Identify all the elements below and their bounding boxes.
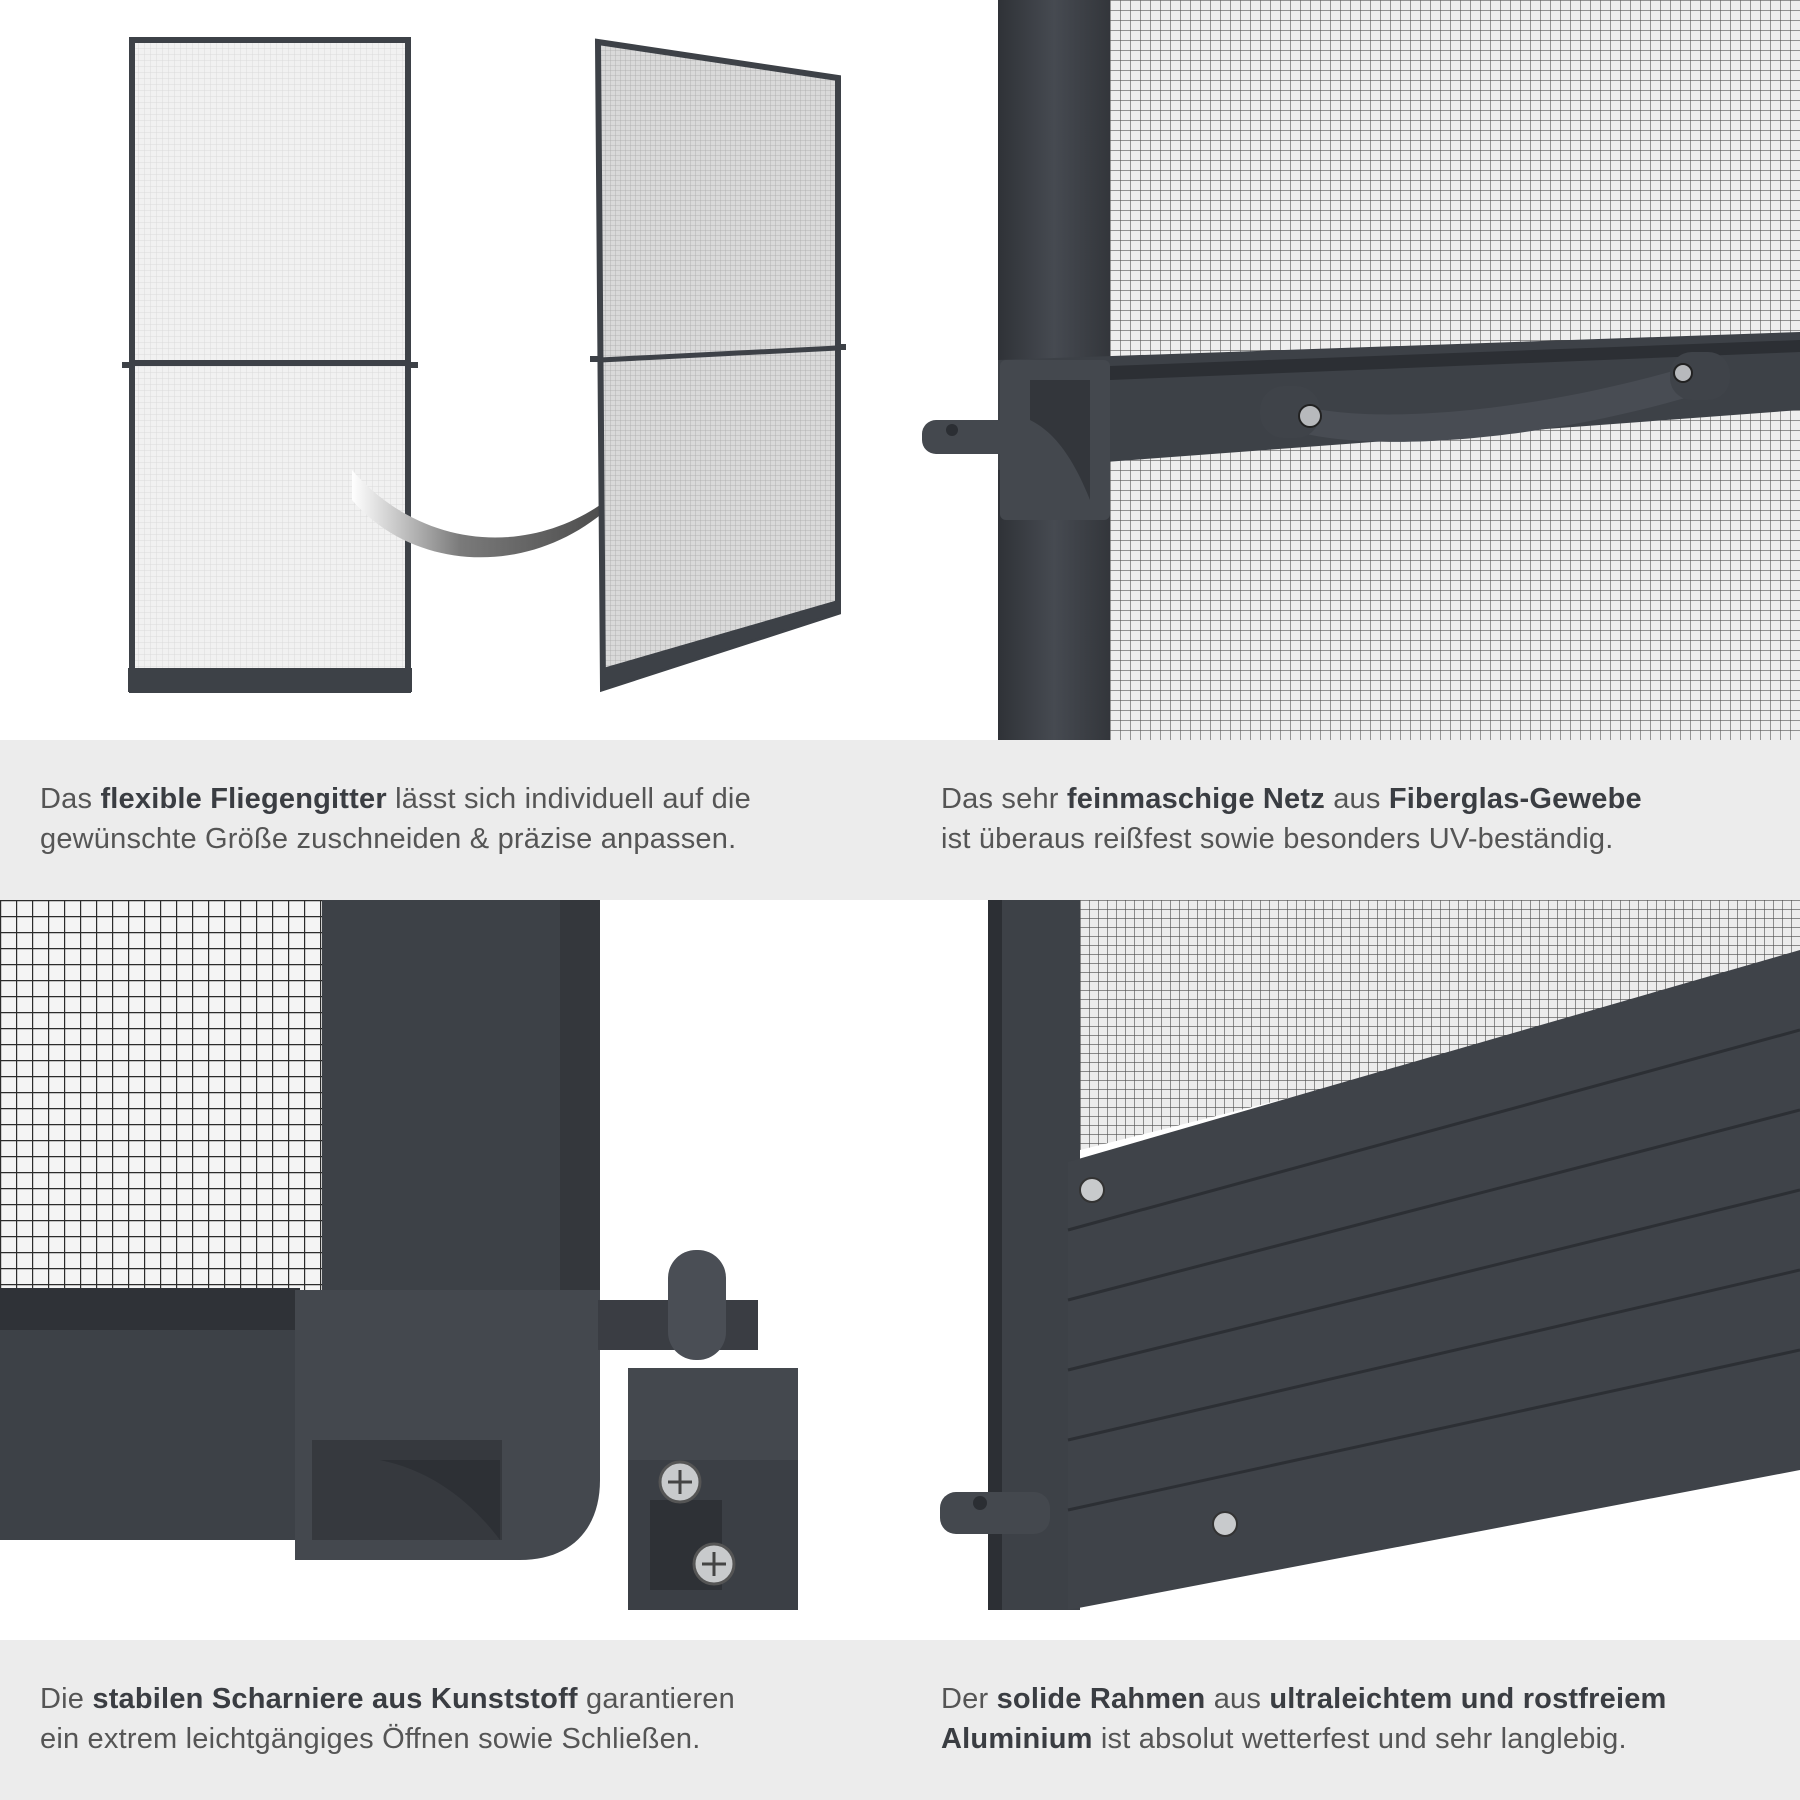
door-screens-illustration: [122, 37, 846, 693]
caption-segment: lässt sich individuell auf die: [386, 783, 751, 815]
door-handle: [1270, 360, 1712, 442]
caption-segment: aus: [1205, 1683, 1270, 1715]
caption-segment-bold: Fiberglas-Gewebe: [1388, 783, 1642, 815]
caption-segment-bold: Aluminium: [941, 1723, 1093, 1755]
caption-segment: ist überaus reißfest sowie besonders UV-…: [941, 823, 1614, 855]
caption-line: Aluminium ist absolut wetterfest und seh…: [941, 1719, 1667, 1759]
caption-line: Der solide Rahmen aus ultraleichtem und …: [941, 1679, 1667, 1719]
photo-aluminium-frame: [900, 900, 1800, 1640]
caption-segment: garantieren: [577, 1683, 735, 1715]
caption-segment-bold: ultraleichtem und rostfreiem: [1269, 1683, 1667, 1715]
screen-door-before: [122, 37, 418, 693]
caption-band-top: [0, 740, 1800, 900]
caption-segment: ist absolut wetterfest und sehr langlebi…: [1092, 1723, 1627, 1755]
caption-segment-bold: feinmaschige Netz: [1066, 783, 1325, 815]
caption-line: gewünschte Größe zuschneiden & präzise a…: [40, 819, 751, 859]
caption-segment-bold: flexible Fliegengitter: [100, 783, 387, 815]
caption-line: Das sehr feinmaschige Netz aus Fiberglas…: [941, 779, 1642, 819]
caption-line: Das flexible Fliegengitter lässt sich in…: [40, 779, 751, 819]
photo-door-screens-cut: [0, 0, 980, 740]
caption-segment: Das: [40, 783, 101, 815]
caption-mesh-cut: Das flexible Fliegengitter lässt sich in…: [40, 779, 751, 859]
caption-line: ein extrem leichtgängiges Öffnen sowie S…: [40, 1719, 735, 1759]
caption-line: Die stabilen Scharniere aus Kunststoff g…: [40, 1679, 735, 1719]
photo-hinge: [0, 900, 980, 1640]
screw-icon: [1079, 1177, 1105, 1203]
photo-fine-mesh-handle: [900, 0, 1800, 740]
caption-frame: Der solide Rahmen aus ultraleichtem und …: [941, 1679, 1667, 1759]
caption-segment-bold: stabilen Scharniere aus Kunststoff: [92, 1683, 578, 1715]
screw-icon: [1212, 1511, 1238, 1537]
caption-segment: Die: [40, 1683, 93, 1715]
fine-mesh-illustration: [900, 0, 1800, 740]
transform-arrow: [352, 445, 662, 558]
caption-segment-bold: solide Rahmen: [996, 1683, 1206, 1715]
caption-hinges: Die stabilen Scharniere aus Kunststoff g…: [40, 1679, 735, 1759]
screw-icon: [1673, 363, 1693, 383]
caption-line: ist überaus reißfest sowie besonders UV-…: [941, 819, 1642, 859]
screw-icon: [1298, 404, 1322, 428]
aluminium-frame-illustration: [900, 900, 1800, 1640]
caption-fine-mesh: Das sehr feinmaschige Netz aus Fiberglas…: [941, 779, 1642, 859]
caption-segment: Der: [941, 1683, 997, 1715]
caption-segment: Das sehr: [941, 783, 1067, 815]
plastic-hinge: [598, 1250, 798, 1610]
caption-band-bottom: [0, 1640, 1800, 1800]
hinge-illustration: [0, 900, 980, 1640]
caption-segment: ein extrem leichtgängiges Öffnen sowie S…: [40, 1723, 701, 1755]
screen-door-after: [590, 38, 846, 693]
caption-segment: gewünschte Größe zuschneiden & präzise a…: [40, 823, 737, 855]
caption-segment: aus: [1324, 783, 1389, 815]
